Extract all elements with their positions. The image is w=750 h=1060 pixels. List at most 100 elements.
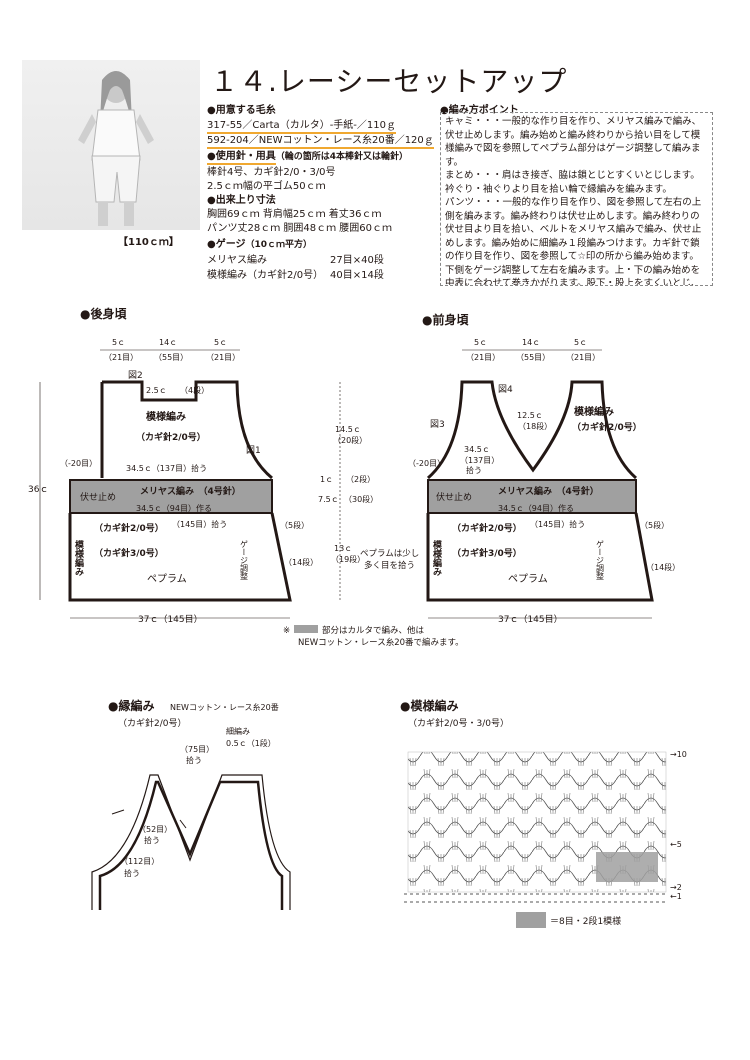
edging-75b: 拾う [186, 755, 202, 765]
motif-legend-swatch [516, 912, 546, 928]
front-pick2: （145目）拾う [530, 519, 585, 529]
tips-heading: ●編み方ポイント [440, 105, 519, 116]
dim-h4: 13ｃ [334, 544, 352, 553]
photo-size-caption: 【110ｃｍ】 [118, 237, 179, 248]
note-shade-swatch [294, 625, 318, 633]
front-w2: 14ｃ [522, 338, 540, 347]
back-pattern: 模様編み [146, 410, 186, 423]
back-c1: （21目） [104, 353, 138, 362]
back-fig2: 図2 [128, 370, 143, 381]
gauge-row-2-value: 40目×14段 [330, 270, 384, 281]
back-pick2: （145目）拾う [172, 519, 227, 529]
finished-heading: ●出来上り寸法 [207, 195, 276, 206]
front-hook3: （カギ針3/0号） [452, 547, 522, 559]
front-pick-label: 拾う [466, 465, 482, 475]
back-hook3: （カギ針3/0号） [94, 547, 164, 559]
front-pick-count: （137目） [460, 456, 499, 465]
front-cast-on: 34.5ｃ（94目）作る [498, 503, 574, 513]
back-bottom: 37ｃ（145目） [138, 614, 203, 625]
front-shaded-band [427, 479, 637, 514]
back-peplum: ペプラム [147, 573, 187, 585]
motif-row-2: →2 [670, 883, 682, 892]
tips-paragraph-pants: パンツ・・・一般的な作り目を作り、図を参照して左右の上側を編みます。編み終わりは… [445, 197, 702, 286]
edging-arrow-1 [111, 809, 125, 815]
back-height: 36ｃ [28, 485, 48, 495]
back-stockinette: メリヤス編み （4号針） [140, 485, 241, 497]
front-v-depth: 12.5ｃ [517, 411, 543, 420]
edging-112b: 拾う [124, 868, 140, 878]
peplum-note-2: 多く目を拾う [364, 560, 415, 571]
edging-title: ●縁編み [108, 698, 154, 713]
front-pattern: 模様編み [574, 405, 614, 418]
back-pick: 34.5ｃ（137目）拾う [126, 463, 207, 473]
back-shaded-band [69, 479, 273, 514]
back-c2: （55目） [154, 353, 188, 362]
model-photo [22, 60, 200, 230]
edging-arrow-2 [179, 819, 187, 829]
edging-52: （52目） [138, 825, 172, 834]
peplum-note-1: ペプラムは少し [360, 549, 419, 559]
motif-row-1: ←1 [670, 892, 682, 901]
back-cast-off: 伏せ止め [80, 491, 116, 503]
front-v-rows: （18段） [518, 421, 552, 431]
motif-repeat-highlight [596, 852, 658, 882]
back-w1: 5ｃ [112, 338, 125, 347]
front-stockinette: メリヤス編み （4号針） [498, 485, 599, 497]
front-upper-outline [427, 380, 637, 480]
tools-line-2: 2.5ｃｍ幅の平ゴム50ｃｍ [207, 181, 326, 192]
back-fig1: 図1 [246, 445, 261, 456]
front-w3: 5ｃ [574, 338, 587, 347]
back-w2: 14ｃ [159, 338, 177, 347]
back-cast-on: 34.5ｃ（94目）作る [136, 503, 212, 513]
motif-legend: ＝8目・2段1模様 [550, 915, 621, 927]
edging-52b: 拾う [144, 835, 160, 845]
front-hook2: （カギ針2/0号） [452, 522, 522, 534]
front-pattern-vertical: 模様編み [431, 539, 442, 577]
materials-line-1: 317-55／Carta（カルタ）-手紙-／110ｇ [207, 116, 396, 134]
back-peplum-outline [68, 512, 292, 602]
page-title: １４.レーシーセットアップ [210, 65, 568, 98]
front-fig4: 図4 [498, 384, 513, 395]
front-pick: 34.5ｃ [464, 445, 490, 454]
dim-h1-rows: （20段） [333, 435, 367, 445]
edging-sc-size: 0.5ｃ（1段） [226, 738, 276, 748]
back-c3: （21目） [206, 353, 240, 362]
front-rows5: （5段） [640, 520, 669, 530]
dim-h3-rows: （30段） [344, 494, 378, 504]
tips-box: キャミ・・・一般的な作り目を作り、メリヤス編みで編み、伏せ止めします。編み始めと… [440, 112, 713, 286]
dim-h2-rows: （2段） [346, 474, 375, 484]
finished-line-1: 胸囲69ｃｍ 背肩幅25ｃｍ 着丈36ｃｍ [207, 209, 382, 220]
edging-yarn: NEWコットン・レース糸20番 [170, 702, 279, 712]
materials-heading: ●用意する毛糸 [207, 105, 276, 116]
front-bottom: 37ｃ（145目） [498, 614, 563, 625]
front-c2: （55目） [516, 353, 550, 362]
tips-paragraph-finishing: まとめ・・・肩はき接ぎ、脇は鎖とじとすくいとじします。衿ぐり・袖ぐりより目を拾い… [445, 170, 700, 195]
gauge-row-1-name: メリヤス編み [207, 255, 267, 266]
gauge-row-1-value: 27目×40段 [330, 255, 384, 266]
motif-hook: （カギ針2/0号・3/0号） [408, 717, 509, 729]
child-figure-illustration [78, 71, 154, 226]
motif-row-5: ←5 [670, 840, 682, 849]
finished-line-2: パンツ丈28ｃｍ 胴囲48ｃｍ 腰囲60ｃｍ [207, 223, 393, 234]
back-rows5: （5段） [280, 520, 309, 530]
back-rows14: （14段） [284, 557, 318, 567]
motif-title: ●模様編み [400, 698, 458, 713]
back-gauge-adj: ゲージ調整 [240, 540, 249, 580]
front-c3: （21目） [566, 353, 600, 362]
tools-note: （輪の箇所は4本棒針又は輪針） [275, 152, 408, 162]
dim-h2: 1ｃ [320, 475, 333, 484]
front-title: ●前身頃 [422, 312, 469, 327]
back-hook2: （カギ針2/0号） [94, 522, 164, 534]
edging-inner-outline [98, 780, 284, 910]
dim-h3: 7.5ｃ [318, 495, 339, 504]
back-shoulder: 2.5ｃ [146, 386, 167, 395]
note-line-1: 部分はカルタで編み、他は [322, 625, 425, 636]
materials-line-2: 592-204／NEWコットン・レース糸20番／120ｇ [207, 131, 434, 149]
tips-paragraph-camisole: キャミ・・・一般的な作り目を作り、メリヤス編みで編み、伏せ止めします。編み始めと… [445, 116, 702, 168]
front-rows14: （14段） [646, 562, 680, 572]
dim-h1: 14.5ｃ [335, 425, 361, 434]
front-minus: （-20目） [408, 459, 445, 468]
edging-112: （112目） [120, 857, 159, 866]
front-hook: （カギ針2/0号） [572, 421, 642, 433]
front-fig3: 図3 [430, 419, 445, 430]
